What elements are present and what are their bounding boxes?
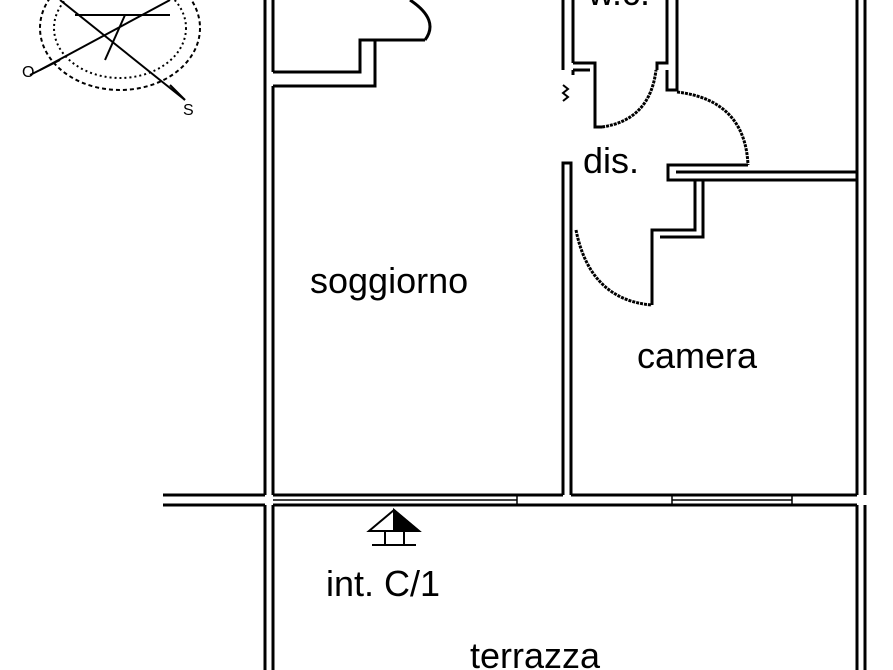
room-label-dis: dis.: [583, 140, 640, 181]
wall-wc: [561, 0, 857, 182]
entrance-label: int. C/1: [326, 563, 441, 604]
compass-rose-icon: [29, 0, 201, 101]
room-label-terrazza: terrazza: [470, 635, 601, 670]
compass-label-south: S: [183, 102, 194, 119]
wall-partition: [561, 161, 573, 495]
entrance-arrow-icon: [366, 507, 422, 546]
wall-right: [855, 0, 867, 670]
room-label-camera: camera: [637, 335, 758, 376]
wall-bottom: [163, 493, 857, 507]
room-label-wc: w.c.: [588, 0, 650, 14]
wall-left: [263, 0, 275, 670]
compass-label-west: O: [22, 64, 35, 81]
door-camera: [574, 180, 705, 307]
room-label-soggiorno: soggiorno: [310, 260, 469, 301]
stair-outline: [273, 0, 432, 88]
